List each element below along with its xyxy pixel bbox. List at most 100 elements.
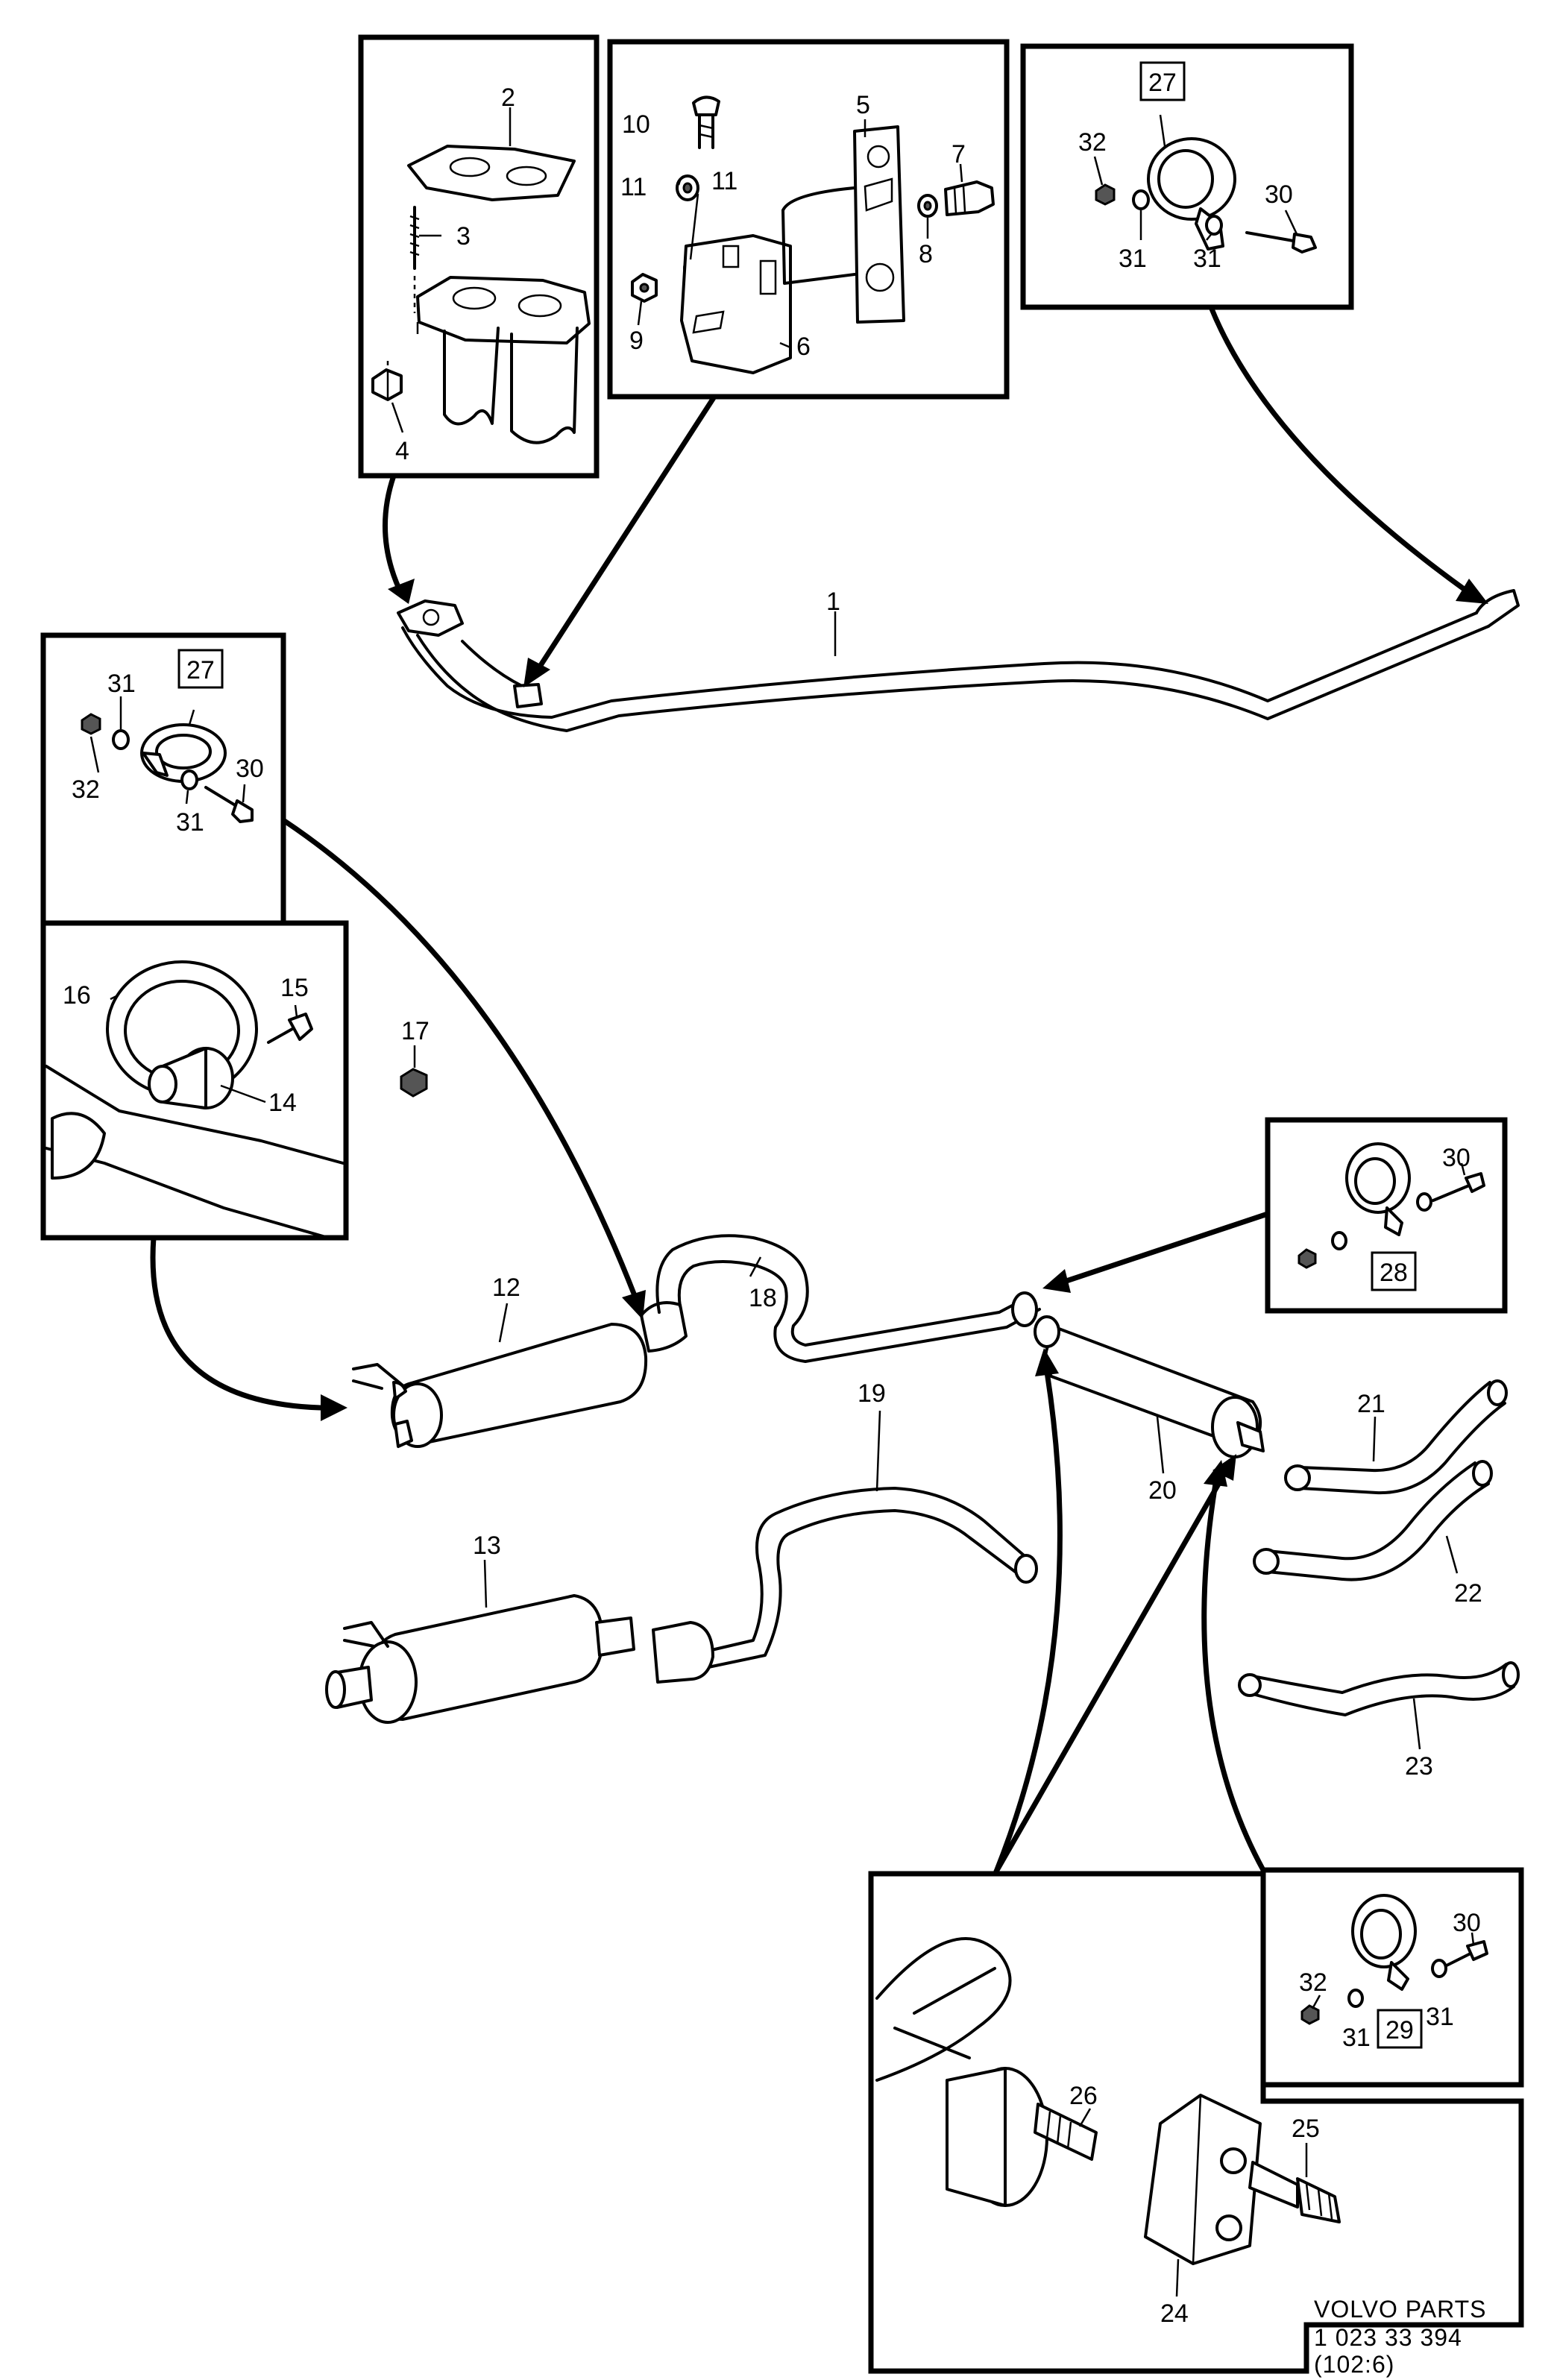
part-labels: 1 2 3 4 5 6 7 8 9 10 11 11 12 13 14 15 1… <box>63 61 1482 2328</box>
bolt-30-mid-right <box>1432 1172 1485 1202</box>
label-part-30-top: 30 <box>1265 180 1293 209</box>
nut-32-mid-right <box>1298 1248 1317 1269</box>
label-part-31b-mid: 31 <box>176 808 204 837</box>
label-clamp-27-top: 27 <box>1139 61 1186 101</box>
label-part-15: 15 <box>280 974 309 1002</box>
bolt-30-mid <box>204 786 254 823</box>
label-part-7: 7 <box>952 140 966 169</box>
washer-31b-top <box>1205 215 1223 236</box>
washer-31b-mid <box>180 769 198 790</box>
clamp-28 <box>1345 1142 1411 1236</box>
nut-32-mid <box>81 713 101 735</box>
silencer-13 <box>325 1594 635 1724</box>
washer-11 <box>676 174 699 201</box>
label-part-10: 10 <box>622 110 650 139</box>
svg-text:27: 27 <box>1148 69 1177 97</box>
svg-text:27: 27 <box>186 656 215 684</box>
label-clamp-28: 28 <box>1371 1251 1417 1291</box>
nut-17 <box>400 1068 428 1098</box>
clamp-29 <box>1351 1894 1417 1991</box>
label-clamp-29: 29 <box>1377 2009 1423 2049</box>
reference-code: (102:6) <box>1314 2351 1394 2378</box>
bolt-25 <box>1248 2161 1341 2223</box>
label-part-32-bottom-right: 32 <box>1299 1968 1327 1997</box>
label-part-11a: 11 <box>620 173 647 201</box>
label-part-17: 17 <box>401 1017 430 1045</box>
svg-text:29: 29 <box>1385 2016 1414 2044</box>
label-part-31b-top: 31 <box>1193 245 1221 273</box>
bolt-30-bottom-right <box>1445 1940 1488 1967</box>
washer-31-mid-right <box>1331 1192 1432 1250</box>
label-part-6: 6 <box>796 333 811 361</box>
label-part-23: 23 <box>1405 1752 1433 1781</box>
nut-9 <box>631 273 658 303</box>
label-part-31b-bottom-right: 31 <box>1426 2003 1454 2031</box>
label-part-19: 19 <box>858 1379 886 1408</box>
label-clamp-27-mid: 27 <box>177 649 224 689</box>
label-part-16: 16 <box>63 981 91 1010</box>
nut-32-bottom-right <box>1300 2004 1320 2025</box>
pin-26 <box>1034 2103 1098 2161</box>
bolt-7 <box>944 180 995 216</box>
label-part-31a-mid: 31 <box>107 670 136 698</box>
tailpipe-19 <box>652 1487 1038 1684</box>
reference-block: VOLVO PARTS 1 023 33 394 (102:6) <box>1314 2296 1487 2378</box>
frame-member <box>45 1065 345 1239</box>
reference-brand: VOLVO PARTS <box>1314 2296 1487 2323</box>
silencer-20 <box>1034 1315 1265 1458</box>
label-part-9: 9 <box>629 327 644 355</box>
bushing-14 <box>148 1047 234 1109</box>
washer-8 <box>917 194 938 218</box>
front-pipe-1 <box>397 589 1520 732</box>
label-part-30-bottom-right: 30 <box>1453 1909 1481 1937</box>
label-part-30-mid: 30 <box>236 755 264 783</box>
arrow-clamp-29-to-silencer-20 <box>1201 1460 1266 1873</box>
stud <box>409 206 420 270</box>
label-part-1: 1 <box>826 588 840 616</box>
label-part-18: 18 <box>749 1284 777 1312</box>
leader-lines <box>89 107 1475 2297</box>
label-part-30-mid-right: 30 <box>1442 1144 1470 1172</box>
bracket-5 <box>781 125 905 324</box>
label-part-25: 25 <box>1292 2115 1320 2143</box>
intermediate-pipe-18 <box>655 1234 1041 1363</box>
label-part-3: 3 <box>456 222 471 251</box>
label-part-11b: 11 <box>711 167 737 195</box>
tailpipe-23 <box>1238 1661 1520 1716</box>
body-panel <box>875 1937 1048 2207</box>
label-part-32-top: 32 <box>1078 128 1107 157</box>
label-part-2: 2 <box>501 84 515 112</box>
washer-31a-top <box>1132 189 1150 210</box>
arrow-clamp-28-to-joint <box>1042 1211 1271 1293</box>
bolt-15 <box>267 1013 313 1044</box>
detail-box-bracket <box>607 39 1010 400</box>
label-part-4: 4 <box>395 437 409 465</box>
nut <box>371 276 416 401</box>
detail-box-clamp-mid-left <box>40 632 286 928</box>
washer-31-bottom-right <box>1347 1959 1447 2008</box>
arrow-mount-to-silencer-12 <box>150 1235 347 1421</box>
manifold-flange <box>416 276 591 444</box>
reference-number: 1 023 33 394 <box>1314 2324 1462 2351</box>
tailpipe-22 <box>1253 1460 1493 1581</box>
bolt-10 <box>692 95 720 149</box>
detail-box-manifold-flange <box>358 34 600 479</box>
bolt-30-top <box>1245 231 1317 254</box>
label-part-14: 14 <box>268 1089 297 1117</box>
gasket <box>407 145 576 201</box>
silencer-12 <box>352 1301 688 1448</box>
label-part-31a-top: 31 <box>1119 245 1147 273</box>
label-part-22: 22 <box>1454 1579 1482 1608</box>
rubber-block-24 <box>1144 2094 1262 2265</box>
bracket-6 <box>680 234 792 374</box>
label-part-21: 21 <box>1357 1390 1385 1418</box>
arrow-bracket-to-silencer-20-right <box>993 1454 1236 1874</box>
tailpipe-21 <box>1284 1379 1508 1495</box>
label-part-5: 5 <box>856 91 870 119</box>
arrow-bracket-to-silencer-20-left <box>993 1348 1063 1874</box>
label-part-8: 8 <box>919 240 933 268</box>
label-part-26: 26 <box>1069 2082 1098 2110</box>
label-part-31a-bottom-right: 31 <box>1342 2024 1371 2052</box>
label-part-32-mid: 32 <box>72 775 100 804</box>
